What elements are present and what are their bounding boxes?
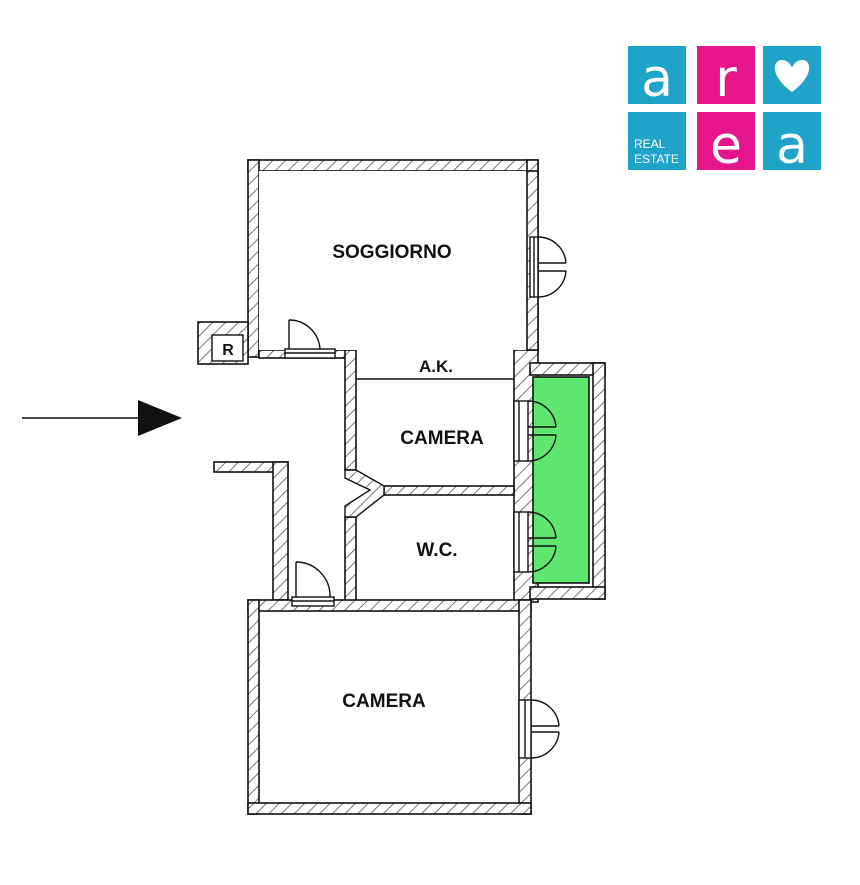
logo-tile-real-estate xyxy=(628,112,686,170)
window-soggiorno xyxy=(529,236,567,298)
corridor-angle-wall xyxy=(344,469,385,518)
window-wc xyxy=(513,511,557,573)
door-soggiorno xyxy=(284,319,336,359)
heart-icon xyxy=(774,60,810,92)
balcony-area xyxy=(532,376,590,584)
logo-letter-r: r xyxy=(715,49,737,109)
window-camera-middle xyxy=(513,400,557,462)
room-label-wc: W.C. xyxy=(416,540,457,561)
area-real-estate-logo: a r REAL ESTATE e a xyxy=(628,46,821,176)
r-closet-label: R xyxy=(222,342,234,359)
room-label-camera-middle: CAMERA xyxy=(400,428,484,449)
arrow-right-icon xyxy=(22,400,182,436)
logo-tile-a1 xyxy=(628,46,686,104)
room-label-soggiorno: SOGGIORNO xyxy=(332,242,451,263)
door-camera-bottom xyxy=(291,561,335,607)
logo-letter-a1: a xyxy=(641,49,673,109)
logo-tile-r xyxy=(697,46,755,104)
logo-tile-e xyxy=(697,112,755,170)
logo-tile-a2 xyxy=(763,112,821,170)
logo-letter-e: e xyxy=(710,116,742,176)
logo-letter-a2: a xyxy=(776,116,808,176)
r-closet xyxy=(211,334,244,362)
logo-tagline-real: REAL xyxy=(634,137,666,151)
window-camera-bottom xyxy=(518,699,560,759)
room-label-ak: A.K. xyxy=(419,357,453,376)
logo-tagline-estate: ESTATE xyxy=(634,152,679,166)
room-label-camera-bottom: CAMERA xyxy=(342,691,426,712)
